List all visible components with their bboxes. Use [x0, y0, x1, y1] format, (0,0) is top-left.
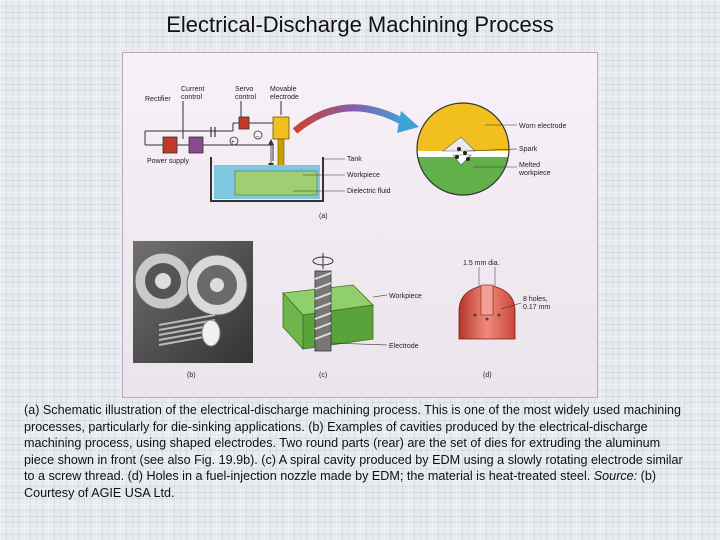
minus-terminal-icon	[253, 130, 263, 140]
servo-control-label-2: control	[235, 94, 256, 101]
caption-source-label: Source:	[593, 469, 638, 484]
worn-electrode-label: Worn electrode	[519, 123, 566, 130]
panel-d-label: (d)	[483, 372, 492, 379]
current-control-component	[188, 136, 204, 154]
current-control-label: Current	[181, 86, 204, 93]
plus-sign: +	[231, 140, 235, 146]
electrode-head	[272, 116, 290, 140]
panel-b-label: (b)	[187, 372, 196, 379]
leader-lines-a	[293, 158, 345, 192]
capacitor-icon	[210, 127, 216, 137]
holes-label: 8 holes,	[523, 296, 548, 303]
servo-control-component	[238, 116, 250, 130]
panel-c-label: (c)	[319, 372, 327, 379]
caption-credit: (b) Courtesy of AGIE USA Ltd.	[24, 469, 657, 500]
spark-label: Spark	[519, 146, 538, 153]
workpiece	[234, 170, 318, 196]
panel-c: Workpiece Electrode (c)	[282, 253, 422, 379]
electrode-label-c: Electrode	[389, 343, 419, 350]
current-control-label-2: control	[181, 94, 202, 101]
magnify-arrowhead	[397, 111, 419, 133]
rectifier-component	[162, 136, 178, 154]
electrode-c-leader	[330, 342, 388, 346]
dielectric-fluid-label: Dielectric fluid	[347, 188, 391, 195]
spiral-electrode	[314, 270, 332, 352]
feed-arrow-up	[268, 139, 274, 145]
panel-a: Current control Rectifier Servo control …	[144, 86, 566, 220]
plus-terminal-icon	[229, 136, 239, 146]
figure-svg: Current control Rectifier Servo control …	[133, 86, 566, 379]
nozzle-tip	[480, 284, 494, 316]
melted-workpiece-label: Melted	[519, 162, 540, 169]
panel-a-label: (a)	[319, 213, 328, 220]
workpiece-label-c: Workpiece	[389, 293, 422, 300]
edm-figure: Current control Rectifier Servo control …	[122, 52, 598, 398]
tank	[210, 157, 324, 202]
spiral-threads	[314, 272, 332, 340]
figure-caption: (a) Schematic illustration of the electr…	[24, 402, 692, 502]
spark-detail-circle	[416, 102, 510, 196]
melted-workpiece-label-2: workpiece	[518, 170, 551, 177]
servo-control-label: Servo	[235, 86, 253, 93]
workpiece-c-leader	[372, 294, 388, 298]
power-supply-label: Power supply	[147, 158, 190, 165]
nozzle-holes	[473, 313, 501, 321]
slide-title: Electrical-Discharge Machining Process	[166, 12, 554, 37]
movable-electrode-label-2: electrode	[270, 94, 299, 101]
panel-b-photo: (b)	[133, 241, 253, 379]
workpiece-label-a: Workpiece	[347, 172, 380, 179]
holes-size-label: 0.17 mm	[523, 304, 550, 311]
panel-d: 1.5 mm dia. 8 holes, 0.17 mm (d)	[458, 260, 550, 379]
movable-electrode-label: Movable	[270, 86, 297, 93]
dimension-label: 1.5 mm dia.	[463, 260, 500, 267]
holes-leader	[500, 302, 522, 310]
minus-sign: –	[256, 134, 260, 140]
caption-text: (a) Schematic illustration of the electr…	[24, 403, 683, 484]
rectifier-label: Rectifier	[145, 96, 171, 103]
tank-label: Tank	[347, 156, 362, 163]
leader-lines-zoom	[466, 124, 518, 168]
magnify-arrow	[292, 104, 407, 134]
